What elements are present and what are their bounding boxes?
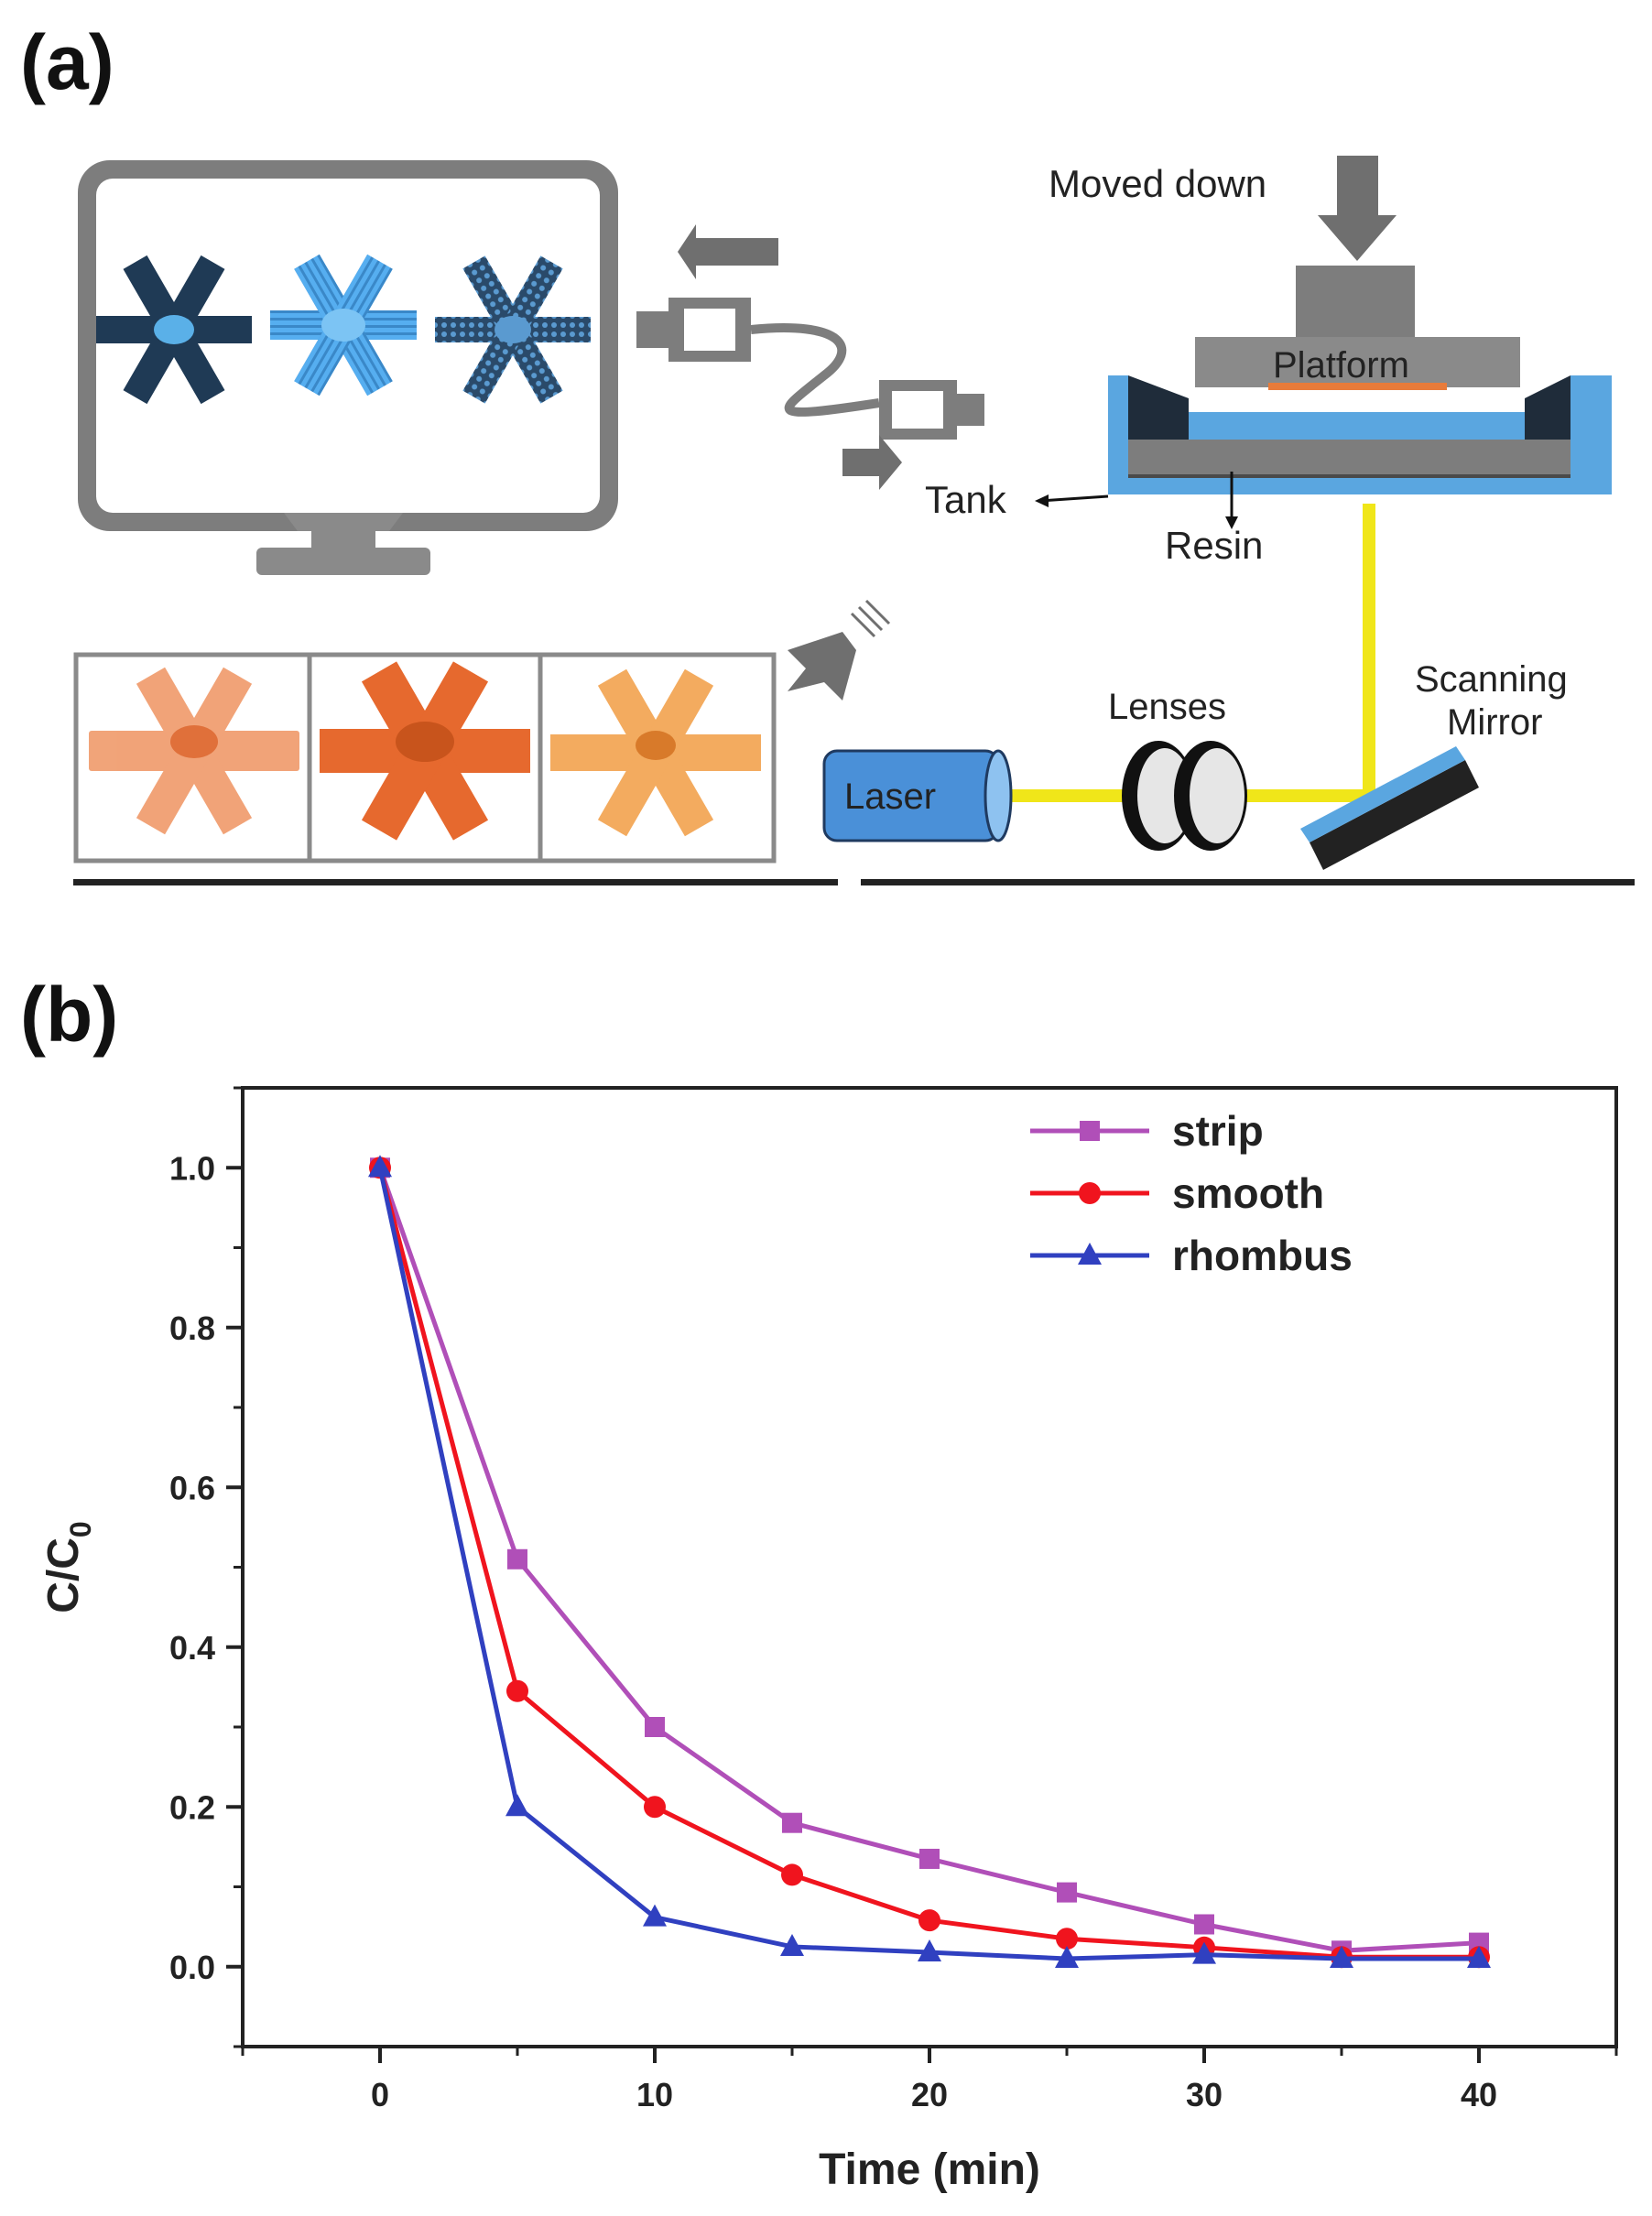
y-tick-label: 0.4 [169, 1629, 215, 1667]
legend-label: rhombus [1172, 1232, 1353, 1279]
y-tick-label: 0.6 [169, 1469, 215, 1506]
data-point-rhombus [505, 1794, 529, 1817]
scanning-label: Scanning [1415, 659, 1568, 700]
series-line-strip [377, 1167, 1480, 1953]
cad-model-strip [270, 254, 417, 396]
lenses-icon [1122, 741, 1247, 851]
laser-label: Laser [844, 777, 936, 817]
legend-label: strip [1172, 1107, 1264, 1155]
tank-pointer [1038, 494, 1109, 503]
panel-label-b: (b) [20, 972, 119, 1058]
data-point-smooth [644, 1796, 666, 1819]
cad-model-rhombus [435, 255, 591, 404]
data-point-strip [919, 1848, 940, 1869]
data-point-smooth [1056, 1928, 1078, 1950]
resin-tank [1108, 375, 1612, 494]
y-tick-label: 0.8 [169, 1309, 215, 1347]
legend-marker [1078, 1243, 1102, 1265]
usb-cable-icon [636, 298, 984, 440]
platform-top [1296, 266, 1415, 339]
resin-pointer-head [1225, 516, 1238, 529]
cad-model-smooth [96, 255, 252, 405]
plot-frame [241, 1086, 1618, 2048]
moved-down-label: Moved down [1049, 162, 1266, 205]
legend-marker [1079, 1182, 1101, 1204]
data-point-rhombus [1330, 1946, 1353, 1969]
data-point-strip [645, 1717, 665, 1737]
printed-layer [1268, 383, 1447, 390]
printed-part-strip [320, 661, 530, 841]
x-axis-label: Time (min) [819, 2145, 1040, 2194]
arrow-right-icon [842, 435, 902, 490]
data-point-rhombus [1055, 1946, 1079, 1969]
printed-parts-photos [73, 652, 777, 864]
data-point-smooth [506, 1679, 528, 1702]
laser-beam-vertical [1363, 504, 1375, 801]
data-point-rhombus [918, 1939, 941, 1962]
lenses-label: Lenses [1108, 687, 1226, 727]
baseline-right [861, 879, 1635, 885]
data-point-strip [1057, 1882, 1077, 1903]
series-line-smooth [377, 1167, 1479, 1960]
data-point-strip [782, 1812, 802, 1833]
legend-label: smooth [1172, 1169, 1324, 1217]
y-axis-label-subscript: 0 [64, 1521, 97, 1537]
data-point-rhombus [643, 1904, 667, 1927]
data-point-smooth [781, 1863, 803, 1886]
platform [1195, 337, 1520, 387]
x-tick-label: 40 [1461, 2076, 1497, 2113]
platform-label: Platform [1273, 345, 1409, 386]
sla-schematic: Moved down Platform Tank Resin Laser Len… [73, 156, 1635, 885]
mirror-label: Mirror [1447, 702, 1542, 743]
tank-pointer-head [1035, 494, 1049, 507]
data-point-rhombus [780, 1933, 804, 1956]
y-tick-label: 1.0 [169, 1149, 215, 1187]
resin-label: Resin [1165, 524, 1263, 567]
data-point-rhombus [1192, 1941, 1216, 1964]
arrow-down-left-icon [788, 599, 891, 701]
x-tick-label: 30 [1186, 2076, 1223, 2113]
printed-part-rhombus [550, 668, 761, 837]
scanning-mirror-icon [1300, 746, 1479, 870]
laser-source [822, 749, 1013, 842]
data-point-strip [507, 1548, 527, 1570]
data-point-rhombus [368, 1155, 392, 1178]
x-tick-label: 0 [371, 2076, 389, 2113]
down-arrow-icon [1318, 156, 1397, 261]
legend-entry-rhombus: rhombus [1030, 1232, 1353, 1279]
data-point-smooth [918, 1909, 940, 1932]
legend-marker [1080, 1121, 1100, 1141]
x-tick-label: 10 [636, 2076, 673, 2113]
series-rhombus [368, 1155, 1491, 1969]
series-line-rhombus [377, 1167, 1479, 1961]
y-tick-label: 0.0 [169, 1949, 215, 1986]
baseline-left [73, 879, 838, 885]
y-tick-label: 0.2 [169, 1788, 215, 1826]
arrow-left-icon [678, 224, 778, 279]
x-tick-label: 20 [911, 2076, 948, 2113]
y-axis-label: C/C0 [39, 1521, 97, 1613]
data-point-strip [1194, 1914, 1214, 1935]
tank-label: Tank [925, 478, 1007, 521]
legend-entry-smooth: smooth [1030, 1169, 1324, 1217]
y-axis-label-main: C/C [39, 1537, 88, 1613]
legend-entry-strip: strip [1030, 1107, 1264, 1155]
panel-label-a: (a) [20, 19, 114, 105]
data-point-rhombus [1467, 1946, 1491, 1969]
printed-part-smooth [89, 667, 299, 835]
